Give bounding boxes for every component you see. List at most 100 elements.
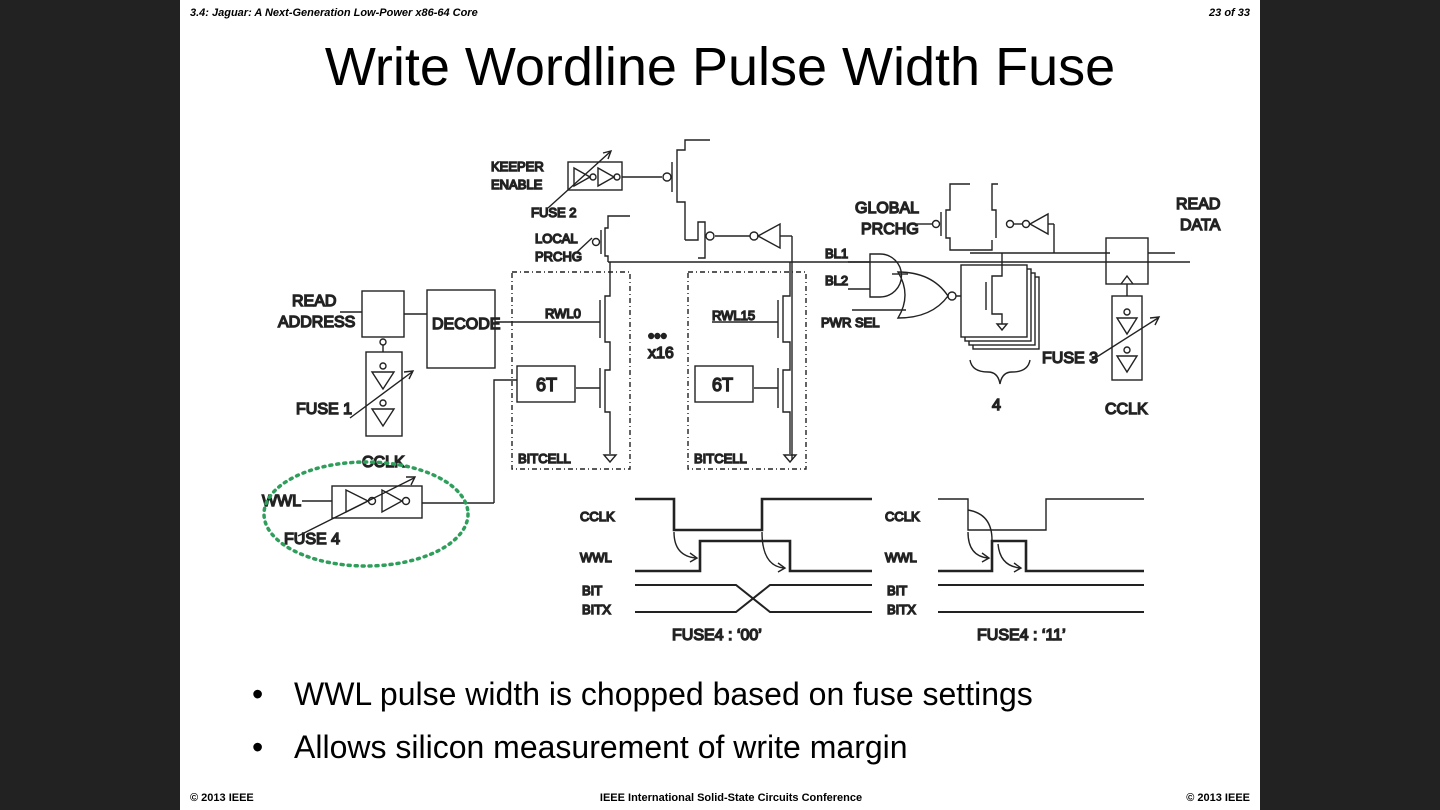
fuse1-bubble-1 <box>379 362 387 370</box>
footer-left: © 2013 IEEE <box>190 792 254 804</box>
fuse4-highlight <box>262 460 470 568</box>
fuse1-buf-1 <box>370 371 396 391</box>
fuse2-arrow-head <box>602 149 613 160</box>
bullet-item-1: • WWL pulse width is chopped based on fus… <box>252 668 1033 721</box>
label-readdata-2: DATA <box>1180 217 1221 234</box>
bullet-glyph: • <box>252 729 264 765</box>
label-bitcell-0: BITCELL <box>518 451 571 466</box>
fuse3-buf-2 <box>1115 355 1139 374</box>
keeper-gate-bubble <box>662 172 672 182</box>
label-local-2: PRCHG <box>535 249 582 264</box>
timing1-arrow-1 <box>673 531 697 559</box>
label-6t-15: 6T <box>712 375 733 395</box>
bitcell0-ground <box>602 454 618 464</box>
timing2-arrow-1-head <box>981 552 991 563</box>
global-prchg-bubble <box>931 219 941 229</box>
timing2-wwl-label: WWL <box>885 550 917 565</box>
label-dots: ••• <box>648 326 667 346</box>
fuse1-buf-2 <box>370 408 396 428</box>
nor-gate <box>896 271 949 319</box>
fuse1-arrow <box>349 371 413 419</box>
slide-title: Write Wordline Pulse Width Fuse <box>324 37 1116 97</box>
timing1-bitx-wave <box>635 584 872 613</box>
label-decode: DECODE <box>432 316 500 333</box>
timing2-arrow-2-head <box>1013 562 1023 573</box>
label-cclk-left: CCLK <box>362 454 405 471</box>
bitcell15-nmos-stack <box>782 262 791 454</box>
footer-right: © 2013 IEEE <box>1186 792 1250 804</box>
local-prchg-wire <box>576 237 593 253</box>
fuse4-buf-1 <box>345 488 370 514</box>
nand-gate <box>869 253 903 298</box>
timing1-arrow-2-head <box>777 562 787 573</box>
label-6t-0: 6T <box>536 375 557 395</box>
bitcell15-6t <box>694 365 754 403</box>
fuse3-arrow <box>1091 317 1159 361</box>
timing1-arrow-2 <box>761 531 785 569</box>
wwl-route <box>493 379 517 503</box>
label-global-1: GLOBAL <box>855 200 919 217</box>
label-fuse1: FUSE 1 <box>296 401 352 418</box>
fuse3-bubble-2 <box>1123 346 1131 354</box>
global-prchg-pmos <box>945 183 993 251</box>
footer-center: IEEE International Solid-State Circuits … <box>599 792 863 804</box>
label-bl2: BL2 <box>825 273 848 288</box>
page-number: 23 of 33 <box>1209 7 1250 19</box>
global-inv <box>1028 212 1049 236</box>
fuse3-buf-1 <box>1115 317 1139 336</box>
bullet-text-2: Allows silicon measurement of write marg… <box>294 729 908 765</box>
keeper-pmos2-bubble <box>705 231 715 241</box>
timing2-caption: FUSE4 : ‘11’ <box>977 627 1066 644</box>
stack-nmos <box>991 253 1003 324</box>
label-fuse2: FUSE 2 <box>531 205 577 220</box>
global-keeper-bubble <box>1005 219 1015 229</box>
bullet-text-1: WWL pulse width is chopped based on fuse… <box>294 676 1033 712</box>
label-readaddr-1: READ <box>292 293 336 310</box>
label-keeper-2: ENABLE <box>491 177 543 192</box>
fuse4-buf-2 <box>381 488 404 514</box>
label-pwr-sel: PWR SEL <box>821 315 880 330</box>
label-local-1: LOCAL <box>535 231 578 246</box>
timing2-bitx-label: BITX <box>887 602 916 617</box>
keeper-bubble-1 <box>589 173 597 181</box>
fuse3-arrow-head <box>1149 316 1161 326</box>
keeper-inv <box>756 222 781 250</box>
fuse2-arrow <box>547 151 611 209</box>
fuse4-buffer-box <box>331 485 423 519</box>
slide: 3.4: Jaguar: A Next-Generation Low-Power… <box>180 0 1260 810</box>
timing2-cclk-wave <box>938 498 1144 531</box>
keeper-buffer-1 <box>573 166 592 188</box>
bitcell15-ground <box>782 454 798 464</box>
timing1-bitx-label: BITX <box>582 602 611 617</box>
bullet-glyph: • <box>252 676 264 712</box>
bitcell0-6t <box>516 365 576 403</box>
label-readaddr-2: ADDRESS <box>278 314 355 331</box>
keeper-pmos-2 <box>685 221 706 259</box>
label-bitcell-15: BITCELL <box>694 451 747 466</box>
label-readdata-1: READ <box>1176 196 1220 213</box>
timing1-arrow-1-head <box>689 552 699 563</box>
timing2-bit-label: BIT <box>887 583 907 598</box>
bitcell-15-outline <box>687 271 807 470</box>
label-bl1: BL1 <box>825 246 848 261</box>
label-global-2: PRCHG <box>861 221 919 238</box>
fuse3-bubble-1 <box>1123 308 1131 316</box>
fuse1-bubble-2 <box>379 399 387 407</box>
bitcell-0-outline <box>511 271 631 470</box>
global-inv-bubble <box>1021 219 1031 229</box>
label-fuse4: FUSE 4 <box>284 531 340 548</box>
timing1-wwl-label: WWL <box>580 550 612 565</box>
timing1-wwl-wave <box>635 539 872 573</box>
keeper-pmos <box>676 139 710 212</box>
label-four: 4 <box>992 397 1001 414</box>
label-keeper-1: KEEPER <box>491 159 544 174</box>
nor-bubble <box>947 291 957 301</box>
read-addr-flop <box>361 290 405 338</box>
timing1-cclk-label: CCLK <box>580 509 615 524</box>
stack-ground <box>995 323 1009 332</box>
global-keeper-pmos <box>991 183 998 238</box>
bullet-list: • WWL pulse width is chopped based on fus… <box>252 668 1033 774</box>
header-left: 3.4: Jaguar: A Next-Generation Low-Power… <box>190 7 478 19</box>
decode-block <box>426 289 496 369</box>
label-x16: x16 <box>648 345 674 362</box>
